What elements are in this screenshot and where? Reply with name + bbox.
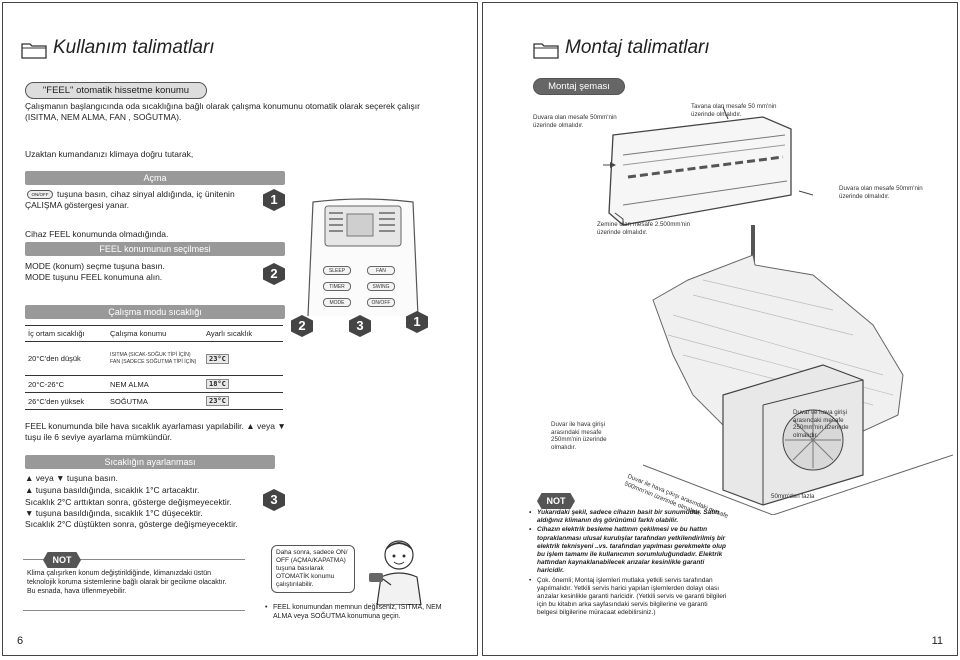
aim-text: Uzaktan kumandanızı klimaya doğru tutara…	[25, 149, 194, 159]
not-feel-text: Cihaz FEEL konumunda olmadığında.	[25, 229, 169, 239]
folder-icon	[21, 43, 47, 59]
install-note: Cihazın elektrik besleme hattının çekilm…	[529, 526, 729, 575]
col-room-temp: İç ortam sıcaklığı	[25, 325, 107, 342]
person-with-remote-icon	[369, 540, 422, 605]
swing-button[interactable]: SWING	[367, 282, 395, 291]
fan-button[interactable]: FAN	[367, 266, 395, 275]
left-page: Kullanım talimatları "FEEL" otomatik his…	[2, 2, 478, 656]
right-page: Montaj talimatları Montaj şeması	[482, 2, 958, 656]
note-box	[23, 559, 245, 611]
label-ceiling: Tavana olan mesafe 50 mm'nin üzerinde ol…	[691, 103, 777, 118]
outdoor-unit-icon	[722, 364, 864, 506]
adjust-line: ▲ tuşuna basıldığında, sıcaklık 1°C arta…	[25, 485, 200, 495]
step-2-badge: 2	[263, 263, 285, 285]
col-set-temp: Ayarlı sıcaklık	[203, 325, 283, 342]
note-badge: NOT	[537, 493, 575, 509]
mode-line-2: MODE tuşunu FEEL konumuna alın.	[25, 272, 163, 282]
col-mode: Çalışma konumu	[107, 325, 203, 342]
adjust-note: FEEL konumunda bile hava sıcaklık ayarla…	[25, 421, 286, 442]
temp-mode-bar: Çalışma modu sıcaklığı	[25, 305, 285, 319]
cell-room: 20°C-26°C	[25, 375, 107, 393]
label-intake-right: Duvar ile hava girişi arasındaki mesafe …	[793, 409, 849, 439]
cell-set-temp: 23°C	[206, 396, 229, 406]
callout-bubble: Daha sonra, sadece ON/ OFF (AÇMA/KAPATMA…	[271, 545, 355, 593]
cell-room: 26°C'den yüksek	[25, 392, 107, 410]
cell-set-temp: 23°C	[206, 353, 229, 364]
label-floor: Zemine olan mesafe 2.500mm'nin üzerinde …	[597, 221, 691, 236]
install-note: Yukarıdaki şekil, sadece cihazın basit b…	[529, 509, 729, 525]
cell-mode: SOĞUTMA	[107, 392, 203, 410]
bottom-bullet: FEEL konumundan memnun değilseniz, ISITM…	[265, 603, 445, 621]
table-row: 20°C-26°C NEM ALMA 18°C	[25, 375, 283, 393]
temperature-table: İç ortam sıcaklığı Çalışma konumu Ayarlı…	[25, 325, 283, 410]
installation-diagram	[603, 106, 953, 515]
install-note: Çok. önemli; Montaj işlemleri mutlaka ye…	[529, 577, 729, 618]
remote-control: SLEEP FAN TIMER SWING MODE ON/OFF	[303, 198, 423, 318]
timer-button[interactable]: TIMER	[323, 282, 351, 291]
label-wall-left: Duvara olan mesafe 50mm'nin üzerinde olm…	[533, 114, 617, 129]
section-title: Montaj talimatları	[565, 37, 710, 58]
adjust-line: ▼ tuşuna basıldığında, sıcaklık 1°C düşe…	[25, 508, 203, 518]
sleep-button[interactable]: SLEEP	[323, 266, 351, 275]
remote-body-icon	[307, 198, 419, 317]
step-1-badge: 1	[263, 189, 285, 211]
on-off-button[interactable]: ON/OFF	[367, 298, 395, 307]
label-intake-left: Duvar ile hava girişi arasındaki mesafe …	[551, 421, 607, 451]
feel-mode-pill: "FEEL" otomatik hissetme konumu	[25, 82, 207, 99]
page-number: 6	[17, 635, 24, 647]
remote-callout-3: 3	[349, 315, 371, 337]
adjust-line: ▲ veya ▼ tuşuna basın.	[25, 473, 118, 483]
cell-set-temp: 18°C	[206, 379, 229, 389]
folder-icon	[533, 43, 559, 59]
note-badge: NOT	[43, 552, 81, 568]
page-number: 11	[931, 635, 943, 647]
label-wall-right: Duvara olan mesafe 50mm'nin üzerinde olm…	[839, 185, 923, 200]
remote-callout-2: 2	[291, 315, 313, 337]
table-row: 20°C'den düşük ISITMA (SICAK-SOĞUK TİPİ …	[25, 341, 283, 376]
indoor-unit-icon	[608, 116, 792, 226]
mode-line-1: MODE (konum) seçme tuşuna basın.	[25, 261, 165, 271]
step1-text: tuşuna basın, cihaz sinyal aldığında, iç…	[25, 189, 235, 210]
cell-mode: NEM ALMA	[107, 375, 203, 393]
intro-text: Çalışmanın başlangıcında oda sıcaklığına…	[25, 101, 420, 122]
bottom-bullet-list: FEEL konumundan memnun değilseniz, ISITM…	[265, 603, 445, 622]
remote-callout-1: 1	[406, 311, 428, 333]
acma-bar: Açma	[25, 171, 285, 185]
feel-select-bar: FEEL konumunun seçilmesi	[25, 242, 285, 256]
note-text: Klima çalışırken konum değiştirildiğinde…	[27, 570, 227, 595]
cell-mode: ISITMA (SICAK-SOĞUK TİPİ İÇİN) FAN (SADE…	[107, 341, 203, 376]
adjust-line: Sıcaklık 2°C arttıktan sonra, gösterge d…	[25, 497, 232, 507]
diagram-pill: Montaj şeması	[533, 78, 625, 95]
install-notes-list: Yukarıdaki şekil, sadece cihazın basit b…	[529, 509, 729, 619]
power-button-icon: ON/OFF	[27, 190, 53, 199]
table-row: 26°C'den yüksek SOĞUTMA 23°C	[25, 392, 283, 410]
section-title: Kullanım talimatları	[53, 37, 215, 58]
adjust-bar: Sıcaklığın ayarlanması	[25, 455, 275, 469]
cell-room: 20°C'den düşük	[25, 341, 107, 376]
adjust-line: Sıcaklık 2°C düştükten sonra, gösterge d…	[25, 519, 238, 529]
step-3-badge: 3	[263, 489, 285, 511]
table-header-row: İç ortam sıcaklığı Çalışma konumu Ayarlı…	[25, 325, 283, 342]
mode-button[interactable]: MODE	[323, 298, 351, 307]
label-over50: 50mm'den fazla	[771, 493, 815, 500]
